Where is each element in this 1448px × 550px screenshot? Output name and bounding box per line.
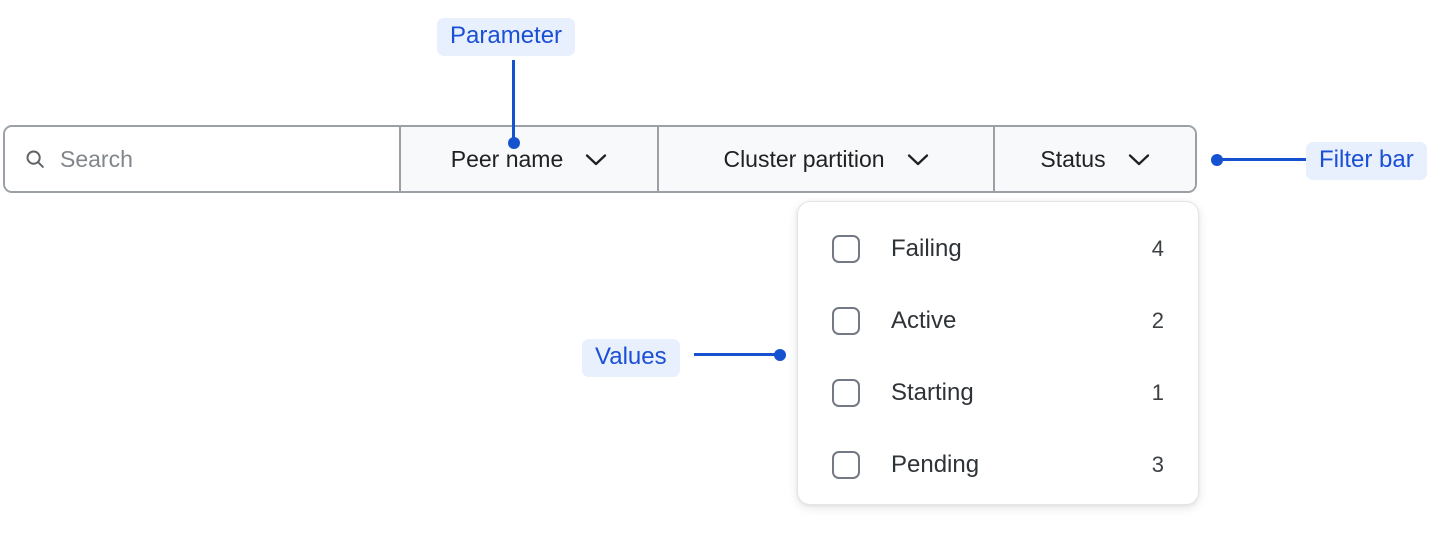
chevron-down-icon <box>585 153 607 166</box>
list-item-count: 2 <box>1151 308 1164 333</box>
list-item[interactable]: Pending 3 <box>798 441 1198 489</box>
annotation-endpoint-dot-parameter <box>508 137 520 149</box>
list-item[interactable]: Failing 4 <box>798 225 1198 273</box>
list-item-label: Starting <box>891 379 974 406</box>
search-field[interactable] <box>5 127 401 191</box>
annotation-leader-line-parameter <box>512 60 515 142</box>
list-item-count: 3 <box>1151 452 1164 477</box>
filter-dropdown-peer-name-label: Peer name <box>450 145 564 172</box>
search-input[interactable] <box>60 145 380 173</box>
filter-dropdown-peer-name[interactable]: Peer name <box>401 127 659 191</box>
annotation-label-values: Values <box>582 339 680 378</box>
list-item-label: Active <box>891 307 957 334</box>
filter-bar: Peer name Cluster partition Status <box>3 125 1197 193</box>
annotation-endpoint-dot-values <box>774 349 786 361</box>
filter-dropdown-cluster-partition[interactable]: Cluster partition <box>659 127 995 191</box>
list-item[interactable]: Active 2 <box>798 297 1198 345</box>
status-filter-dropdown-panel: Failing 4 Active 2 Starting 1 Pending 3 <box>797 201 1199 505</box>
chevron-down-icon <box>907 153 929 166</box>
checkbox-active[interactable] <box>832 307 860 335</box>
list-item-count: 1 <box>1151 380 1164 405</box>
annotation-endpoint-dot-filter-bar <box>1211 154 1223 166</box>
annotation-label-filter-bar: Filter bar <box>1306 142 1427 181</box>
list-item-label: Pending <box>891 451 980 478</box>
checkbox-starting[interactable] <box>832 379 860 407</box>
chevron-down-icon <box>1128 153 1150 166</box>
list-item-label: Failing <box>891 235 962 262</box>
annotation-leader-line-filter-bar <box>1222 158 1306 161</box>
annotation-label-parameter: Parameter <box>437 18 576 57</box>
filter-dropdown-status[interactable]: Status <box>995 127 1195 191</box>
list-item[interactable]: Starting 1 <box>798 369 1198 417</box>
list-item-count: 4 <box>1151 236 1164 261</box>
annotation-leader-line-values <box>694 353 780 356</box>
filter-dropdown-status-label: Status <box>1040 145 1106 172</box>
checkbox-failing[interactable] <box>832 235 860 263</box>
filter-dropdown-cluster-partition-label: Cluster partition <box>723 145 885 172</box>
search-icon <box>24 148 60 170</box>
checkbox-pending[interactable] <box>832 451 860 479</box>
